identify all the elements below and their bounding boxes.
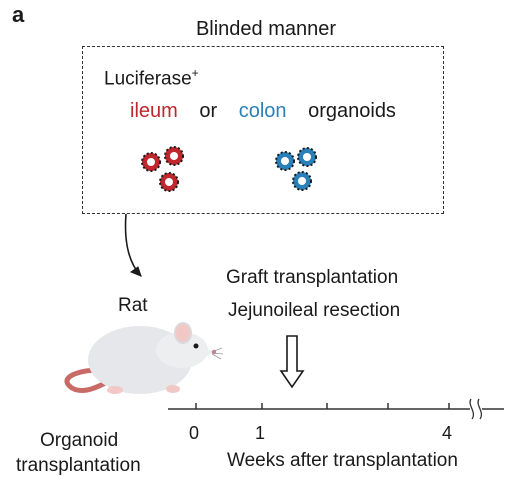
rat-icon <box>64 322 224 394</box>
curved-arrow-icon <box>124 213 142 277</box>
organoid-type-line: ileum or colon organoids <box>130 100 412 123</box>
or-label: or <box>199 100 218 122</box>
ileum-organoid-icon <box>141 146 184 192</box>
rat-label: Rat <box>118 295 148 316</box>
timeline-axis <box>168 398 504 420</box>
colon-label: colon <box>238 100 287 122</box>
tick-label: 0 <box>189 423 200 443</box>
jejunoileal-resection-label: Jejunoileal resection <box>228 300 401 321</box>
organoid-transplantation-label-line2: transplantation <box>16 455 141 476</box>
tick-label: 1 <box>255 423 266 443</box>
ileum-label: ileum <box>130 100 178 122</box>
luciferase-text: Luciferase <box>104 68 192 90</box>
graft-transplantation-label: Graft transplantation <box>226 267 399 288</box>
panel-letter: a <box>12 2 25 27</box>
axis-label: Weeks after transplantation <box>227 450 458 471</box>
colon-organoid-icon <box>275 147 317 191</box>
luciferase-label: Luciferase+ <box>104 66 199 90</box>
organoids-label: organoids <box>308 100 396 122</box>
down-arrow-icon <box>279 335 305 389</box>
blinded-box <box>82 46 444 214</box>
axis-break-icon <box>469 398 483 420</box>
luciferase-superscript: + <box>191 66 199 80</box>
tick-label: 4 <box>442 423 453 443</box>
diagram-title: Blinded manner <box>195 18 337 40</box>
organoid-transplantation-label-line1: Organoid <box>40 430 119 451</box>
